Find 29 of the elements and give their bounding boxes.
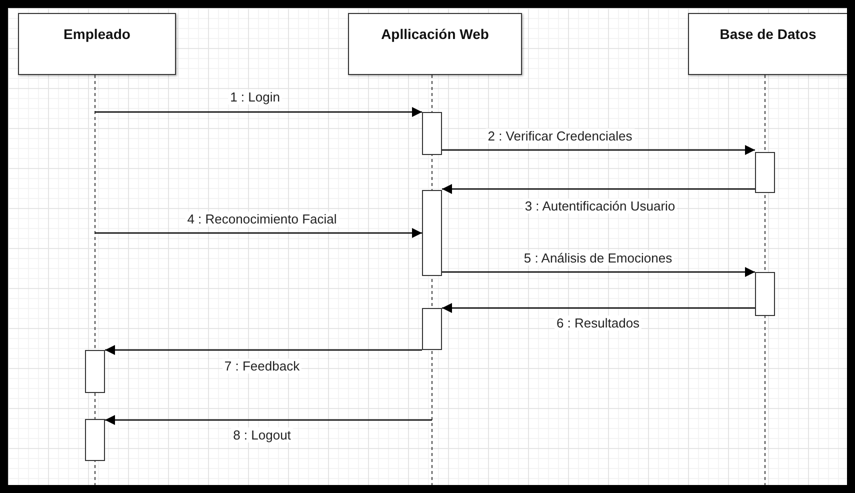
activation-bar [422, 308, 442, 350]
edge-label: 6 : Resultados [554, 316, 642, 330]
edge-label: 7 : Feedback [222, 358, 302, 374]
message-arrow [442, 303, 755, 313]
lifeline-head-box [18, 13, 176, 75]
message-arrow [95, 228, 422, 238]
edge-label: 8 : Logout [231, 428, 293, 442]
activation-bar [422, 112, 442, 155]
participant-name: Empleado [64, 26, 130, 42]
participant-name: Base de Datos [720, 26, 816, 42]
activation-bar [85, 350, 105, 393]
message-arrow [105, 415, 432, 425]
message-arrow [442, 145, 755, 155]
message-arrow [95, 107, 422, 117]
edge-label: 3 : Autentificación Usuario [522, 198, 678, 214]
edge-label: 1 : Login [228, 90, 282, 104]
message-arrow [442, 184, 755, 194]
participant-name: Apllicación Web [381, 26, 489, 42]
activation-bar [755, 152, 775, 193]
message-arrow [442, 267, 755, 277]
edge-label: 5 : Análisis de Emociones [522, 250, 674, 266]
activation-bar [422, 190, 442, 276]
message-arrow [105, 345, 422, 355]
edge-label: 2 : Verificar Credenciales [486, 128, 634, 144]
lifeline-head-box [688, 13, 847, 75]
activation-bar [755, 272, 775, 316]
edge-label: 4 : Reconocimiento Facial [185, 212, 339, 226]
lifeline-head-box [348, 13, 522, 75]
activation-bar [85, 419, 105, 461]
